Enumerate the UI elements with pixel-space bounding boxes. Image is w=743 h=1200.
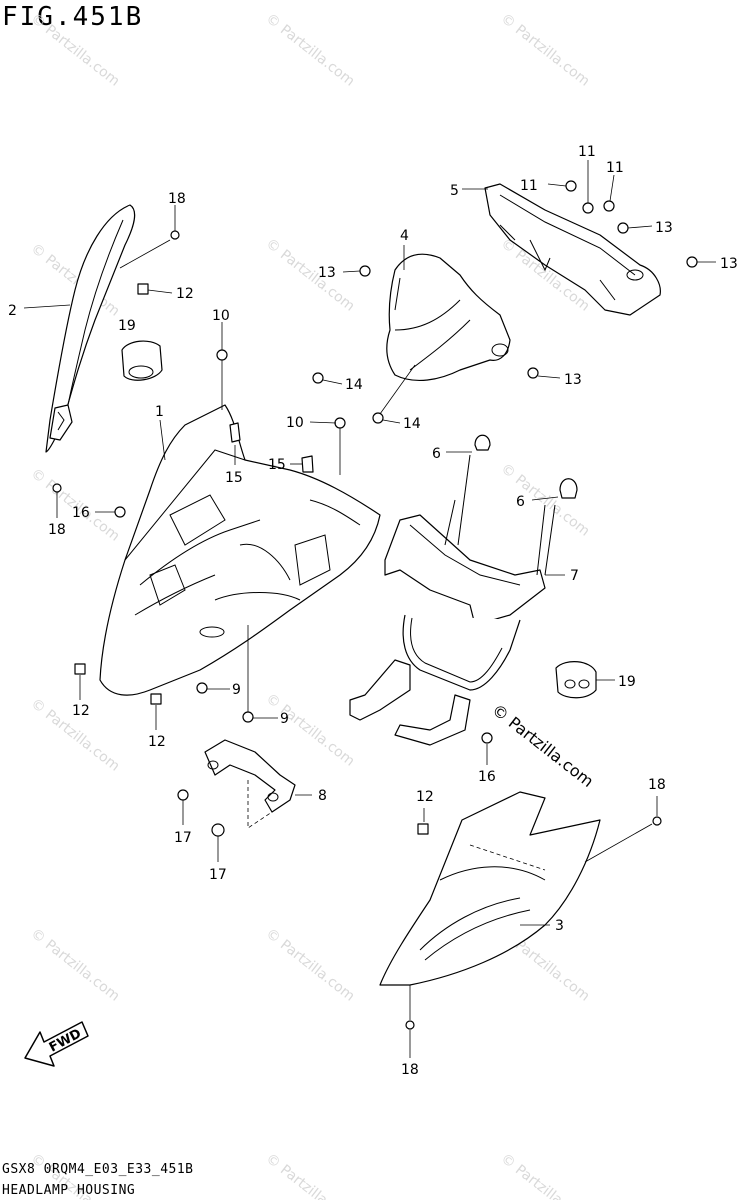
watermark: © Partzilla.com (263, 1151, 358, 1200)
screw-18-top[interactable] (170, 230, 180, 240)
watermark: © Partzilla.com (28, 11, 123, 90)
callout-19: 19 (618, 674, 636, 690)
part-8-stay[interactable] (204, 739, 296, 829)
callout-18: 18 (48, 522, 66, 538)
watermark: © Partzilla.com (498, 11, 593, 90)
callout-14: 14 (403, 416, 421, 432)
callout-17: 17 (209, 867, 227, 883)
nut-12-right[interactable] (417, 823, 429, 835)
nut-13-c[interactable] (617, 222, 629, 234)
part-4-shroud[interactable] (386, 253, 511, 381)
clip-14-b[interactable] (372, 412, 384, 424)
callout-15: 15 (268, 457, 286, 473)
screw-10-upper[interactable] (216, 349, 228, 361)
callout-18: 18 (168, 191, 186, 207)
callout-12: 12 (148, 734, 166, 750)
part-7-bracket-frame[interactable] (349, 454, 556, 746)
watermark: © Partzilla.com (498, 1151, 593, 1200)
watermark: © Partzilla.com (28, 926, 123, 1005)
callout-4: 4 (400, 228, 409, 244)
callout-7: 7 (570, 568, 579, 584)
bolt-17-b[interactable] (211, 823, 225, 837)
callout-11: 11 (520, 178, 538, 194)
callout-3: 3 (555, 918, 564, 934)
callout-16: 16 (478, 769, 496, 785)
part-19-grommet[interactable] (121, 340, 163, 381)
callout-17: 17 (174, 830, 192, 846)
callout-13: 13 (318, 265, 336, 281)
part-3-lower-cover[interactable] (379, 791, 601, 986)
figure-title: FIG.451B (2, 2, 144, 32)
bolt-11-b[interactable] (582, 202, 594, 214)
clip-14-a[interactable] (312, 372, 324, 384)
bolt-17-a[interactable] (177, 789, 189, 801)
callout-18: 18 (648, 777, 666, 793)
callout-9: 9 (280, 711, 289, 727)
figure-name: HEADLAMP HOUSING (2, 1183, 136, 1198)
callout-2: 2 (8, 303, 17, 319)
callout-5: 5 (450, 183, 459, 199)
watermark: © Partzilla.com (263, 926, 358, 1005)
bolt-11-c[interactable] (603, 200, 615, 212)
rubber-6-a[interactable] (474, 434, 491, 451)
part-1-headlamp-housing[interactable] (99, 404, 381, 696)
nut-13-b[interactable] (527, 367, 539, 379)
callout-13: 13 (655, 220, 673, 236)
watermark: © Partzilla.com (498, 461, 593, 540)
forward-direction-arrow: FWD (24, 1021, 89, 1067)
watermark: © Partzilla.com (263, 11, 358, 90)
callout-12: 12 (416, 789, 434, 805)
nut-13-a[interactable] (359, 265, 371, 277)
rubber-6-b[interactable] (559, 478, 578, 499)
callout-12: 12 (72, 703, 90, 719)
watermark: © Partzilla.com (263, 691, 358, 770)
bolt-11-a[interactable] (565, 180, 577, 192)
callout-8: 8 (318, 788, 327, 804)
callout-12: 12 (176, 286, 194, 302)
callout-16: 16 (72, 505, 90, 521)
callout-18: 18 (401, 1062, 419, 1078)
nut-12-lower[interactable] (150, 693, 162, 705)
screw-9-left[interactable] (196, 682, 208, 694)
watermark: © Partzilla.com (263, 236, 358, 315)
callout-11: 11 (578, 144, 596, 160)
callout-labels: 18 2 12 19 10 1 15 10 15 18 16 12 12 9 9… (8, 144, 738, 1078)
callout-6: 6 (516, 494, 525, 510)
callout-19: 19 (118, 318, 136, 334)
part-5-upper-bracket[interactable] (484, 183, 661, 316)
callout-13: 13 (720, 256, 738, 272)
callout-10: 10 (286, 415, 304, 431)
callout-6: 6 (432, 446, 441, 462)
figure-code: GSX8 0RQM4_E03_E33_451B (2, 1162, 194, 1177)
callout-14: 14 (345, 377, 363, 393)
screw-18-right[interactable] (652, 816, 662, 826)
clip-15-right[interactable] (301, 455, 314, 473)
screw-18-bottom[interactable] (405, 1020, 415, 1030)
callout-1: 1 (155, 404, 164, 420)
callout-15: 15 (225, 470, 243, 486)
clip-15-left[interactable] (229, 422, 241, 443)
part-19-grommet-lower[interactable] (555, 661, 597, 699)
callout-13: 13 (564, 372, 582, 388)
bolt-16-right[interactable] (481, 732, 493, 744)
leader-lines (23, 160, 716, 1058)
callout-11: 11 (606, 160, 624, 176)
part-2-side-panel[interactable] (45, 204, 136, 453)
callout-10: 10 (212, 308, 230, 324)
bolt-16-left[interactable] (114, 506, 126, 518)
screw-9-right[interactable] (242, 711, 254, 723)
nut-12-upper[interactable] (137, 283, 149, 295)
screw-10-lower[interactable] (334, 417, 346, 429)
callout-9: 9 (232, 682, 241, 698)
nut-13-d[interactable] (686, 256, 698, 268)
screw-18-left[interactable] (52, 483, 62, 493)
nut-12-left[interactable] (74, 663, 86, 675)
fastener-layer (52, 180, 698, 1030)
